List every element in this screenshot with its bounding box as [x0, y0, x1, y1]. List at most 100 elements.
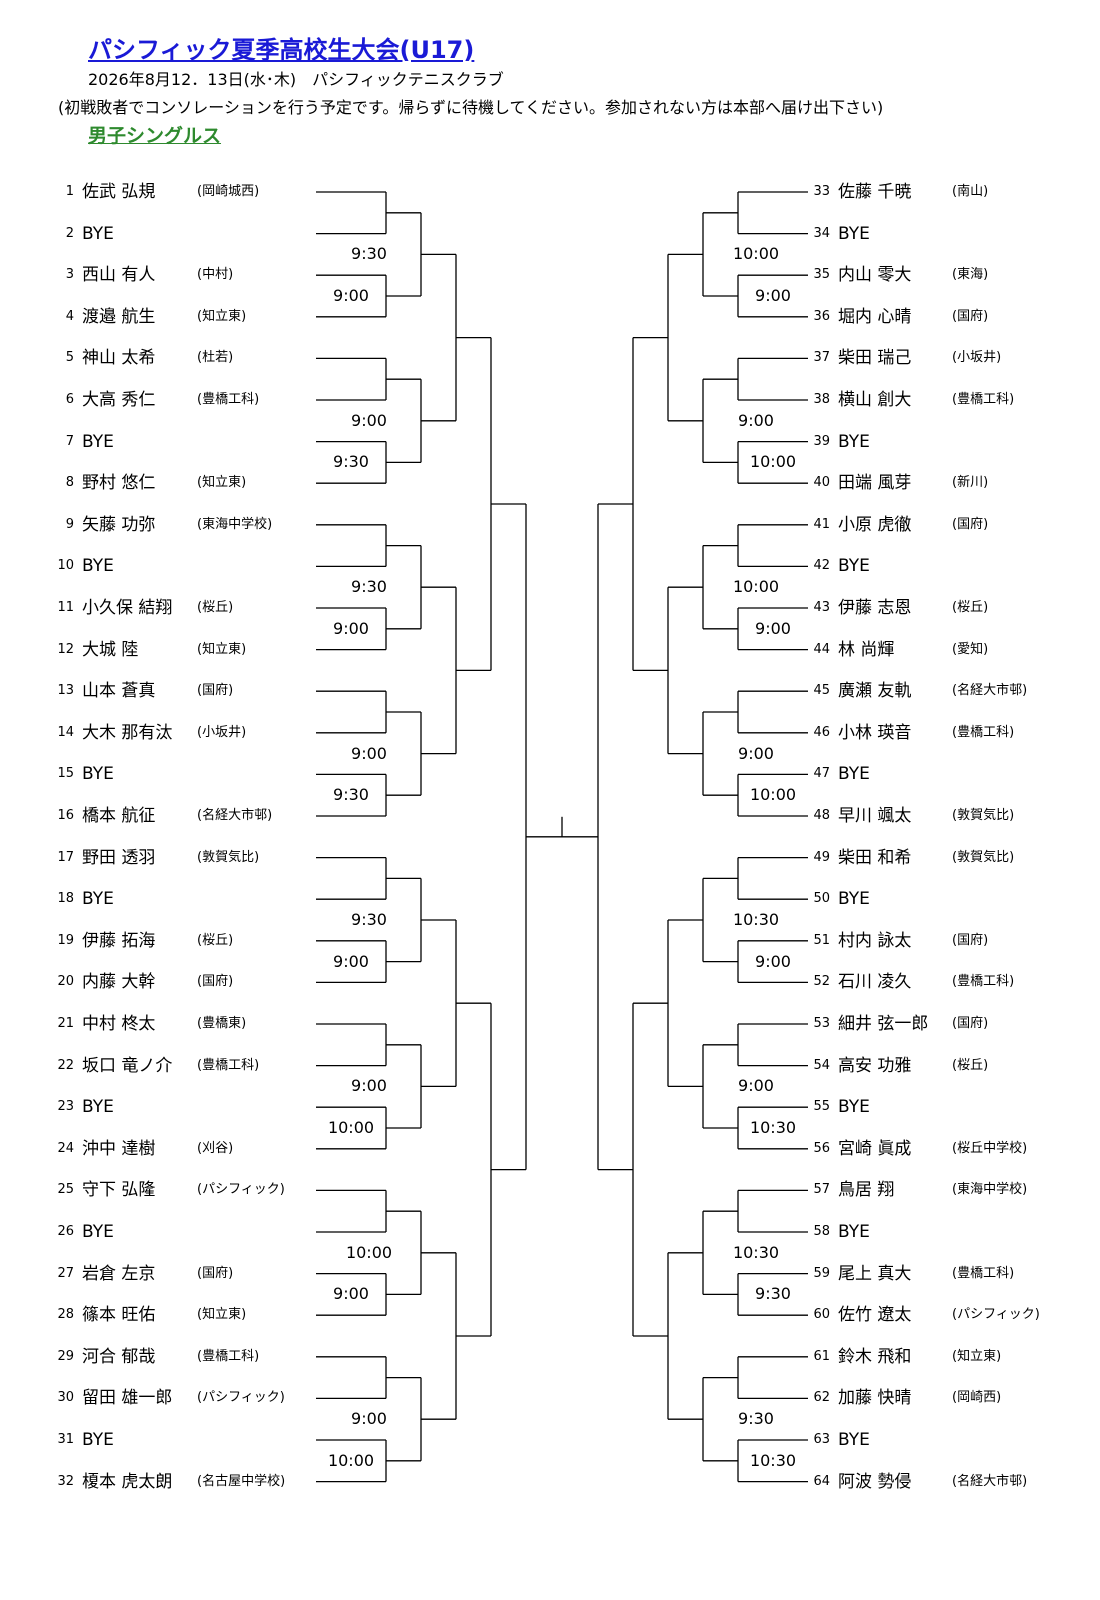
player-school: (知立東)	[197, 308, 247, 324]
player-num: 36	[813, 308, 830, 324]
player-entry: 52 石川 凌久 (豊橋工科)	[808, 970, 1068, 994]
player-num: 57	[813, 1182, 830, 1198]
player-school: (中村)	[197, 267, 234, 283]
player-name: BYE	[838, 1222, 870, 1242]
player-name: BYE	[838, 889, 870, 910]
player-num: 38	[813, 392, 830, 407]
player-entry: 61 鈴木 飛和 (知立東)	[808, 1345, 1068, 1369]
player-name: BYE	[82, 556, 114, 577]
match-time: 10:00	[327, 1450, 375, 1470]
player-name: 細井 弦一郎	[838, 1014, 929, 1034]
player-school: (知立東)	[197, 1307, 247, 1323]
match-time: 10:00	[749, 785, 797, 805]
player-name: 阿波 勢侵	[838, 1471, 912, 1492]
match-time: 10:00	[327, 1118, 375, 1137]
player-school: (杜若)	[197, 350, 234, 366]
player-num: 20	[57, 974, 74, 990]
player-school: (国府)	[197, 1265, 234, 1281]
player-name: 内藤 大幹	[82, 972, 156, 993]
player-school: (東海中学校)	[952, 1182, 1028, 1198]
player-num: 37	[813, 350, 830, 366]
player-num: 47	[813, 766, 830, 782]
player-school: (名経大市邨)	[197, 808, 273, 823]
player-num: 40	[813, 475, 830, 491]
match-time: 9:00	[351, 1409, 387, 1429]
player-num: 31	[57, 1432, 74, 1447]
player-name: 小久保 結翔	[82, 598, 173, 618]
player-name: 佐武 弘規	[82, 182, 156, 202]
player-num: 61	[813, 1348, 830, 1364]
player-num: 2	[65, 225, 74, 241]
match-time: 9:30	[351, 910, 387, 929]
match-time: 10:00	[732, 577, 780, 597]
event-date-venue: 2026年8月12．13日(水･木) パシフィックテニスクラブ	[88, 70, 504, 89]
player-name: 宮崎 眞成	[838, 1138, 912, 1159]
player-school: (豊橋工科)	[952, 1265, 1015, 1281]
player-num: 50	[813, 891, 830, 907]
player-num: 17	[57, 849, 74, 865]
match-time: 9:00	[351, 743, 387, 763]
consolation-note: (初戦敗者でコンソレーションを行う予定です。帰らずに待機してください。参加されな…	[58, 98, 884, 117]
player-name: BYE	[838, 223, 870, 244]
player-name: 沖中 達樹	[82, 1138, 156, 1159]
player-name: 石川 凌久	[838, 972, 912, 993]
player-school: (岡崎城西)	[197, 184, 260, 199]
match-time: 9:30	[333, 785, 369, 805]
player-school: (東海)	[952, 267, 989, 283]
player-school: (豊橋工科)	[952, 974, 1015, 990]
player-num: 39	[813, 433, 830, 449]
match-time: 9:00	[333, 286, 369, 305]
player-name: 大高 秀仁	[82, 390, 156, 410]
player-school: (豊橋工科)	[197, 1057, 260, 1073]
player-num: 41	[813, 516, 830, 532]
player-num: 32	[57, 1473, 74, 1489]
player-school: (東海中学校)	[197, 516, 273, 532]
player-name: 尾上 真大	[838, 1263, 912, 1284]
player-num: 56	[813, 1140, 830, 1156]
player-num: 30	[57, 1390, 74, 1406]
match-time: 9:00	[755, 618, 791, 638]
player-school: (知立東)	[952, 1348, 1002, 1364]
player-school: (敦賀気比)	[197, 849, 260, 865]
player-school: (パシフィック)	[197, 1390, 285, 1406]
player-school: (パシフィック)	[952, 1307, 1040, 1323]
player-name: BYE	[838, 556, 870, 577]
player-num: 52	[813, 974, 830, 990]
player-num: 54	[813, 1057, 830, 1073]
player-school: (国府)	[197, 683, 234, 699]
player-name: 留田 雄一郎	[82, 1388, 173, 1409]
match-time: 10:30	[732, 1242, 780, 1262]
player-name: 鈴木 飛和	[838, 1346, 912, 1367]
player-name: BYE	[82, 889, 114, 910]
player-num: 16	[57, 808, 74, 823]
player-school: (豊橋東)	[197, 1016, 247, 1031]
player-name: 小原 虎徹	[838, 514, 912, 535]
player-name: 内山 零大	[838, 265, 912, 286]
player-name: BYE	[82, 1222, 114, 1242]
player-name: 坂口 竜ノ介	[82, 1055, 173, 1076]
player-name: 柴田 瑞己	[838, 348, 912, 369]
player-num: 62	[813, 1390, 830, 1406]
match-time: 9:00	[738, 410, 774, 430]
player-num: 3	[65, 267, 74, 283]
